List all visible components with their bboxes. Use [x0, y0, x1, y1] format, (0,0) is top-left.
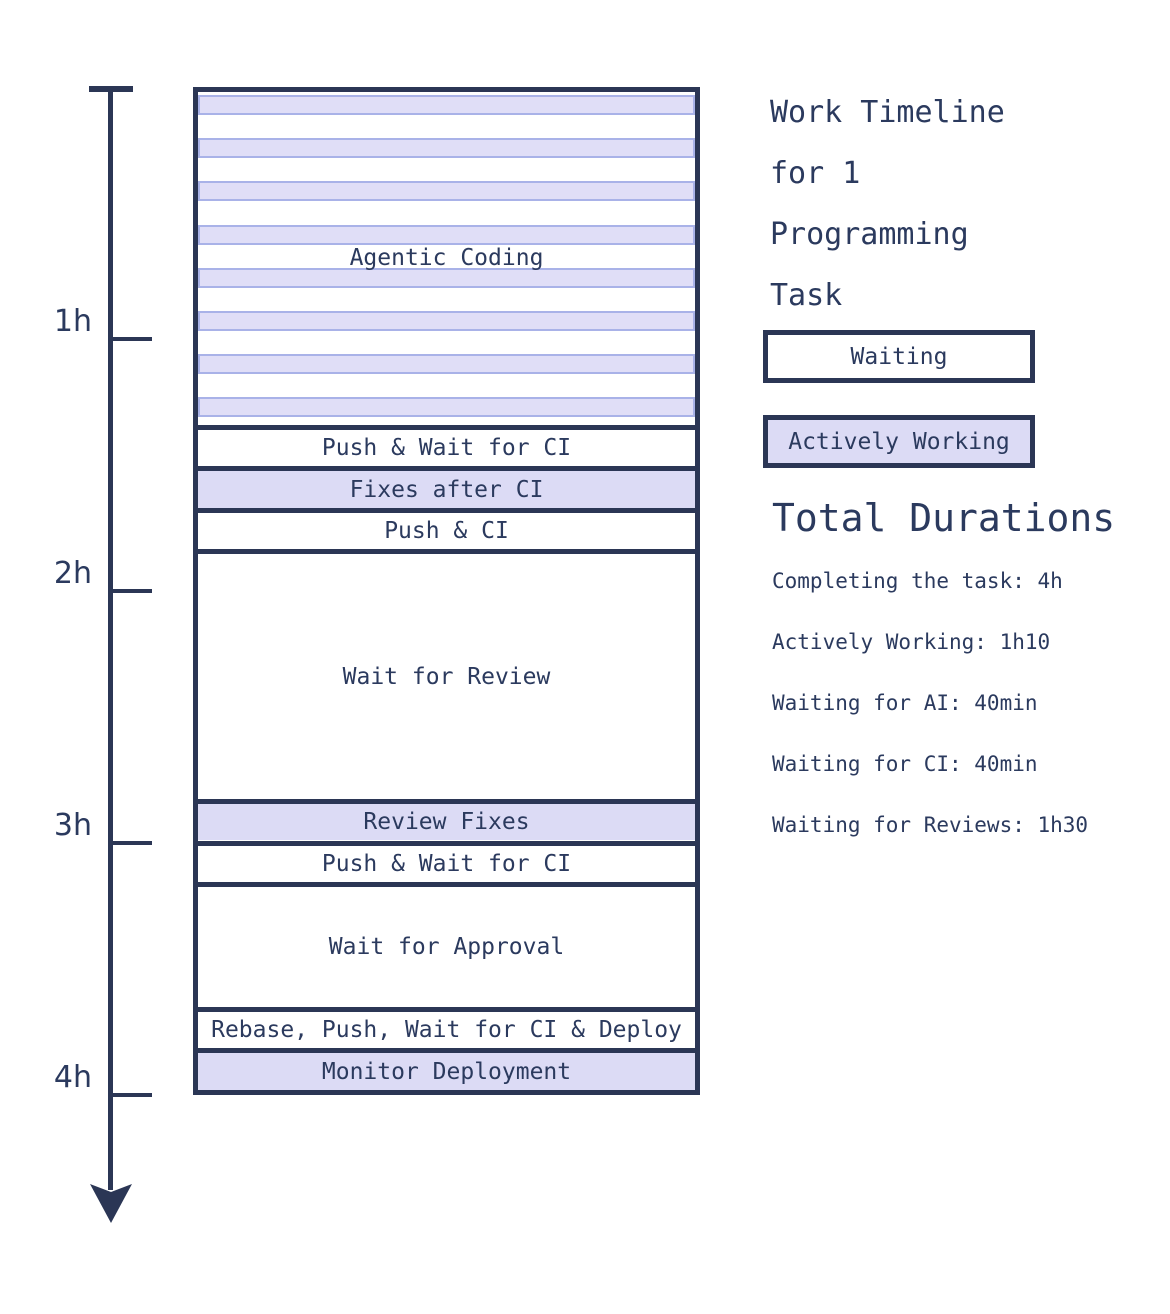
working-stripe — [198, 95, 695, 115]
timeline-section: Monitor Deployment — [198, 1048, 695, 1090]
section-label: Push & CI — [384, 518, 509, 545]
working-stripe — [198, 267, 695, 288]
axis-tick-label: 3h — [53, 808, 92, 843]
section-label: Wait for Approval — [328, 933, 565, 960]
section-label: Agentic Coding — [349, 245, 544, 272]
totals-heading: Total Durations — [772, 496, 1116, 540]
timeline-section: Review Fixes — [198, 798, 695, 841]
working-stripe — [198, 354, 695, 375]
timeline-section: Push & Wait for CI — [198, 840, 695, 883]
axis-tick-label: 2h — [53, 556, 92, 591]
section-label: Rebase, Push, Wait for CI & Deploy — [211, 1017, 682, 1044]
title-line: for 1 — [770, 156, 861, 191]
section-label: Push & Wait for CI — [321, 850, 572, 877]
axis-arrow-down-icon — [90, 1184, 132, 1223]
working-stripe — [198, 181, 695, 202]
title-line: Task — [770, 278, 843, 313]
legend-actively-working-label: Actively Working — [788, 428, 1010, 455]
section-label: Push & Wait for CI — [321, 434, 572, 461]
timeline-section: Rebase, Push, Wait for CI & Deploy — [198, 1006, 695, 1049]
axis-tick — [110, 337, 152, 341]
totals-list: Completing the task: 4h Actively Working:… — [772, 551, 1162, 856]
axis-tick — [110, 1093, 152, 1097]
duration-item: Waiting for Reviews: 1h30 — [772, 813, 1089, 837]
timeline-section: Wait for Review — [198, 549, 695, 799]
section-label: Wait for Review — [342, 663, 551, 690]
section-label: Monitor Deployment — [321, 1058, 572, 1085]
duration-item: Waiting for AI: 40min — [772, 691, 1038, 715]
legend-actively-working: Actively Working — [763, 415, 1035, 468]
working-stripe — [198, 397, 695, 418]
timeline-section: Wait for Approval — [198, 882, 695, 1007]
timeline-section: Agentic Coding — [198, 92, 695, 425]
legend-waiting: Waiting — [763, 330, 1035, 383]
timeline-section: Push & Wait for CI — [198, 424, 695, 467]
axis-tick-label: 4h — [53, 1060, 92, 1095]
duration-item: Completing the task: 4h — [772, 569, 1063, 593]
duration-item: Waiting for CI: 40min — [772, 752, 1038, 776]
axis-tick — [110, 589, 152, 593]
axis-tick — [110, 841, 152, 845]
duration-item: Actively Working: 1h10 — [772, 630, 1051, 654]
title-line: Work Timeline — [770, 95, 1005, 130]
time-axis-line — [108, 86, 113, 1190]
section-label: Review Fixes — [363, 809, 530, 836]
legend-waiting-label: Waiting — [850, 343, 948, 370]
timeline-section: Fixes after CI — [198, 466, 695, 508]
title-line: Programming — [770, 217, 969, 252]
axis-tick-label: 1h — [53, 304, 92, 339]
working-stripe — [198, 311, 695, 331]
timeline-section: Push & CI — [198, 507, 695, 550]
section-label: Fixes after CI — [349, 476, 544, 503]
working-stripe — [198, 138, 695, 159]
working-stripe — [198, 224, 695, 245]
